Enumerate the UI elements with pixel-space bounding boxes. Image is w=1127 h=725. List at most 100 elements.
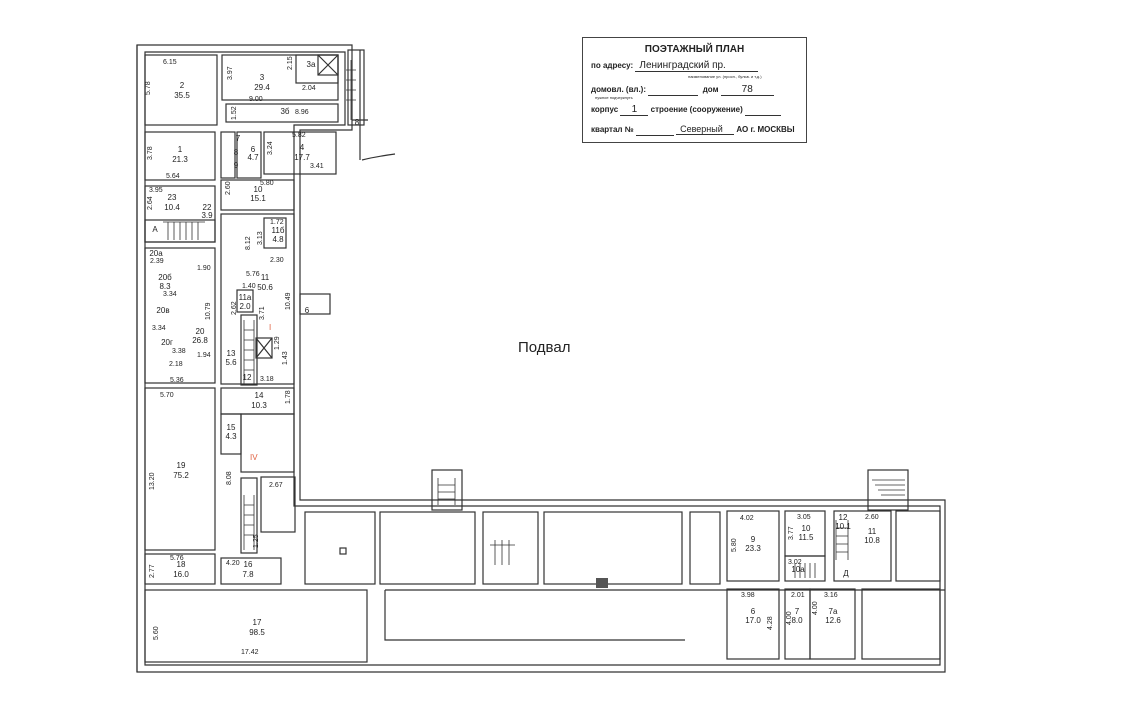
room-number: 19 <box>177 461 186 470</box>
dimension-label: 3.98 <box>741 592 755 599</box>
dimension-label: 1.94 <box>197 352 211 359</box>
dimension-label: 2.64 <box>147 196 154 210</box>
dimension-label: 2.62 <box>231 301 238 315</box>
room-area: 10.8 <box>864 536 880 545</box>
room-number: 20а <box>149 249 163 258</box>
room-area: 3.9 <box>201 211 213 220</box>
room-number: 16 <box>244 560 253 569</box>
room-area: 2.0 <box>239 302 251 311</box>
room-number: 18 <box>177 560 186 569</box>
dimension-label: 2.39 <box>150 258 164 265</box>
dimension-label: 10.49 <box>285 292 292 310</box>
marker-d: Д <box>843 569 849 578</box>
room-number: 11 <box>868 527 877 536</box>
room-number: 13 <box>227 349 236 358</box>
dimension-label: 3.16 <box>824 592 838 599</box>
plan-level-label: Подвал <box>518 339 570 356</box>
dimension-label: 1.40 <box>242 283 256 290</box>
dimension-label: 5.82 <box>292 132 306 139</box>
dimension-label: 3.24 <box>267 141 274 155</box>
room-number: 11б <box>272 226 285 235</box>
room-area: 26.8 <box>192 336 208 345</box>
room-area: 10.3 <box>251 401 267 410</box>
room-number: 9 <box>751 535 756 544</box>
room-number: 10 <box>802 524 811 533</box>
room-number: 7 <box>795 607 800 616</box>
house-label: дом <box>702 85 719 94</box>
dimension-label: 1.43 <box>282 351 289 365</box>
room-number: 1 <box>178 145 183 154</box>
dimension-label: 1.29 <box>274 336 281 350</box>
dimension-label: 3.05 <box>797 514 811 521</box>
dimension-label: 2.60 <box>225 181 232 195</box>
room-number: 3б <box>280 107 289 116</box>
room-area: 11.5 <box>799 533 815 542</box>
column <box>339 547 347 555</box>
dimension-label: 2.15 <box>287 56 294 70</box>
dimension-label: 3.97 <box>227 66 234 80</box>
dimension-label: 5.78 <box>145 81 152 95</box>
room-labels: 235.5 329.4 3а 3б 8 121.3 7 8 9 64.7 417… <box>149 60 880 637</box>
room-area: 10.4 <box>164 203 180 212</box>
korpus-value: 1 <box>620 104 649 116</box>
room-number: 14 <box>255 391 264 400</box>
dimension-label: 3.34 <box>152 325 166 332</box>
dimension-label: 2.01 <box>791 592 805 599</box>
kvartal-label: квартал № <box>591 125 634 134</box>
room-number: 7а <box>829 607 838 616</box>
room-number: 20 <box>196 327 205 336</box>
stairs <box>163 60 905 578</box>
room-area: 4.3 <box>225 432 237 441</box>
dimension-label: 1.25 <box>253 534 260 548</box>
room-number: 20г <box>161 338 173 347</box>
district-suffix: АО г. МОСКВЫ <box>736 125 795 134</box>
dimension-label: 3.18 <box>260 376 274 383</box>
dimension-label: 4.00 <box>786 611 793 625</box>
dimension-label: 17.42 <box>241 649 259 656</box>
dimension-label: 3.95 <box>149 187 163 194</box>
room-area: 98.5 <box>249 628 265 637</box>
dimension-label: 4.20 <box>226 560 240 567</box>
dimension-label: 5.70 <box>160 392 174 399</box>
room-number: 10а <box>791 565 805 574</box>
dimension-label: 4.00 <box>812 601 819 615</box>
district-value: Северный <box>676 124 735 135</box>
dimension-label: 1.52 <box>231 106 238 120</box>
dimension-label: 4.02 <box>740 515 754 522</box>
room-number: 20в <box>156 306 169 315</box>
dimension-label: 3.71 <box>259 306 266 320</box>
address-hint: наименование ул. (просп., бульв. и т.д.) <box>688 74 762 79</box>
room-number: 3 <box>260 73 265 82</box>
room-number: 8 <box>234 148 239 157</box>
domovl-label: домовл. (вл.): <box>591 85 647 94</box>
room-area: 21.3 <box>172 155 188 164</box>
room-area: 50.6 <box>257 283 273 292</box>
room-area: 5.6 <box>225 358 237 367</box>
marker-a: А <box>152 225 158 234</box>
dimension-label: 1.72 <box>270 219 284 226</box>
dimension-label: 2.77 <box>149 564 156 578</box>
room-number: 10 <box>254 185 263 194</box>
room-area: 75.2 <box>173 471 189 480</box>
hatched-block <box>596 578 608 588</box>
dimension-label: 3.38 <box>172 348 186 355</box>
outer-walls <box>136 44 946 673</box>
dimension-label: 1.90 <box>197 265 211 272</box>
dimension-label: 5.80 <box>731 538 738 552</box>
dimension-label: 4.28 <box>767 616 774 630</box>
dimension-label: 5.64 <box>166 173 180 180</box>
room-number: 15 <box>227 423 236 432</box>
room-area: 8.0 <box>791 616 803 625</box>
room-number: 3а <box>307 60 316 69</box>
dimension-label: 5.60 <box>153 626 160 640</box>
room-number: 11 <box>261 273 270 282</box>
room-number: 7 <box>236 134 241 143</box>
domovl-hint: нужное подчеркнуть <box>595 95 633 100</box>
room-area: 29.4 <box>254 83 270 92</box>
dimension-label: 6.15 <box>163 59 177 66</box>
title-block-heading: ПОЭТАЖНЫЙ ПЛАН <box>644 44 745 55</box>
marker-i: I <box>269 323 271 332</box>
dimension-label: 3.13 <box>257 231 264 245</box>
room-area: 10.1 <box>835 522 851 531</box>
